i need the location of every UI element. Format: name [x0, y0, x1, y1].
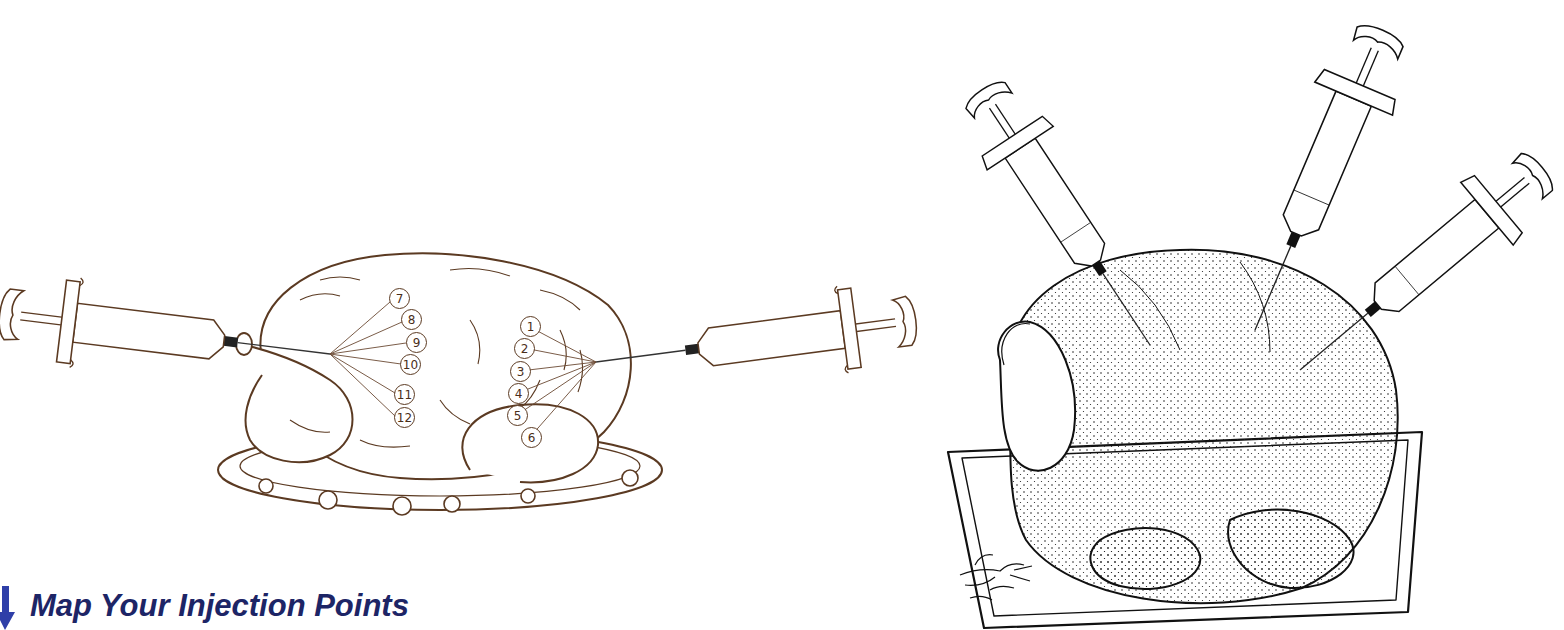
callout-circle: 9	[406, 332, 427, 353]
illustration-detail	[393, 497, 411, 515]
illustration-detail	[1090, 528, 1200, 589]
illustration-detail	[1010, 566, 1032, 581]
callout-number: 10	[403, 359, 418, 371]
illustration-detail	[259, 479, 273, 493]
illustration-detail	[998, 322, 1075, 471]
illustration-detail	[530, 327, 596, 362]
illustration-detail	[1228, 510, 1353, 589]
illustration-detail	[960, 555, 1024, 600]
platter-garnish	[259, 470, 638, 515]
parsley-garnish	[960, 555, 1032, 600]
illustration-detail	[330, 343, 406, 354]
callout-number: 2	[521, 343, 529, 355]
illustration-detail	[330, 354, 401, 364]
section-heading: Map Your Injection Points	[30, 588, 409, 624]
illustration-detail	[521, 489, 535, 503]
leader-lines	[330, 302, 596, 436]
marinade-injector	[0, 269, 335, 399]
illustration-detail	[330, 354, 395, 393]
illustration-detail	[319, 491, 337, 509]
callout-number: 6	[528, 432, 536, 444]
illustration-detail	[290, 400, 470, 447]
illustration-detail	[531, 362, 596, 436]
callout-number: 12	[397, 412, 412, 424]
roast-turkey-outline	[236, 253, 631, 482]
callout-circle: 11	[394, 384, 415, 405]
callout-circle: 10	[400, 354, 421, 375]
callout-number: 8	[408, 314, 416, 326]
callout-circle: 4	[508, 383, 529, 404]
arrow-icon	[0, 586, 15, 630]
illustration-detail	[1120, 262, 1270, 352]
marinade-injector	[949, 68, 1183, 367]
marinade-injector	[590, 277, 921, 406]
callout-number: 5	[514, 410, 522, 422]
illustration-detail	[1002, 323, 1030, 365]
illustration-detail	[300, 268, 580, 310]
callout-number: 11	[397, 389, 412, 401]
callout-circle: 2	[514, 338, 535, 359]
callout-number: 9	[413, 337, 421, 349]
callout-circle: 1	[520, 316, 541, 337]
illustration-detail	[290, 268, 583, 447]
illustration-detail	[330, 354, 395, 416]
roast-turkey-outline	[998, 250, 1398, 603]
callout-circle: 7	[389, 288, 410, 309]
marinade-injector	[1274, 136, 1564, 401]
illustration-detail	[444, 496, 460, 512]
callout-circle: 3	[510, 361, 531, 382]
callout-number: 4	[515, 388, 523, 400]
illustration-detail	[622, 470, 638, 486]
callout-circle: 5	[507, 405, 528, 426]
callout-circle: 12	[394, 407, 415, 428]
callout-number: 7	[396, 293, 404, 305]
illustration-detail	[462, 404, 598, 482]
callout-number: 1	[527, 321, 535, 333]
callout-number: 3	[517, 366, 525, 378]
callout-circle: 8	[401, 309, 422, 330]
illustration-detail	[245, 345, 353, 462]
callout-circle: 6	[521, 427, 542, 448]
